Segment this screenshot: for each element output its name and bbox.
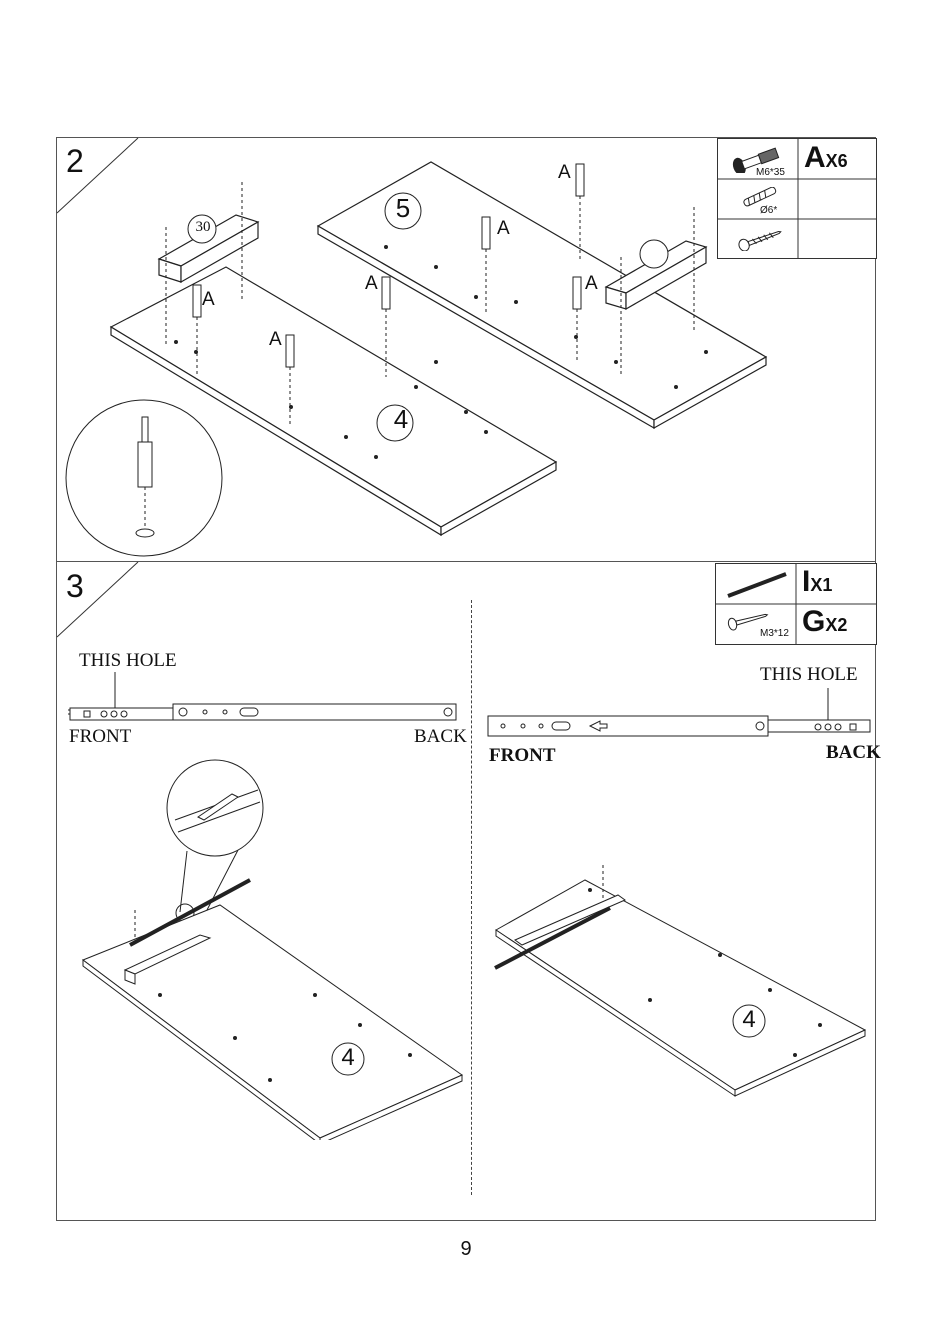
panel-label-4: 4 xyxy=(386,404,416,435)
step3-right-illustration xyxy=(490,840,875,1140)
left-this-hole-label: THIS HOLE xyxy=(79,650,177,672)
step3-left-illustration xyxy=(60,750,465,1140)
left-rail-diagram xyxy=(68,670,460,725)
part-qty-g: X2 xyxy=(825,615,847,635)
panel-label-30: 30 xyxy=(190,219,216,236)
bolt-label-a: A xyxy=(497,218,510,239)
step3-center-divider xyxy=(471,600,472,1195)
page-number: 9 xyxy=(0,1238,932,1261)
step3-parts-box: IX1 M3*12 GX2 xyxy=(715,563,877,645)
left-front-label: FRONT xyxy=(69,726,131,748)
drawer-rail-icon xyxy=(724,570,790,600)
bolt-label-a: A xyxy=(585,273,598,294)
right-back-label: BACK xyxy=(826,742,881,764)
right-front-label: FRONT xyxy=(489,745,556,767)
right-rail-diagram xyxy=(486,686,874,741)
step-divider xyxy=(56,561,876,562)
step2-illustration: A A A A A A xyxy=(56,137,876,561)
right-this-hole-label: THIS HOLE xyxy=(760,664,858,686)
panel-label-5: 5 xyxy=(388,193,418,224)
bolt-label-a: A xyxy=(365,273,378,294)
part-letter-g: G xyxy=(802,605,825,638)
left-back-label: BACK xyxy=(414,726,467,748)
part-qty-i: X1 xyxy=(810,575,832,595)
bolt-label-a: A xyxy=(202,289,215,310)
bolt-label-a: A xyxy=(558,162,571,183)
step3-left-panel-label-4: 4 xyxy=(333,1044,363,1072)
step3-right-panel-label-4: 4 xyxy=(734,1006,764,1034)
step3-corner-line xyxy=(56,561,146,641)
bolt-label-a: A xyxy=(269,329,282,350)
